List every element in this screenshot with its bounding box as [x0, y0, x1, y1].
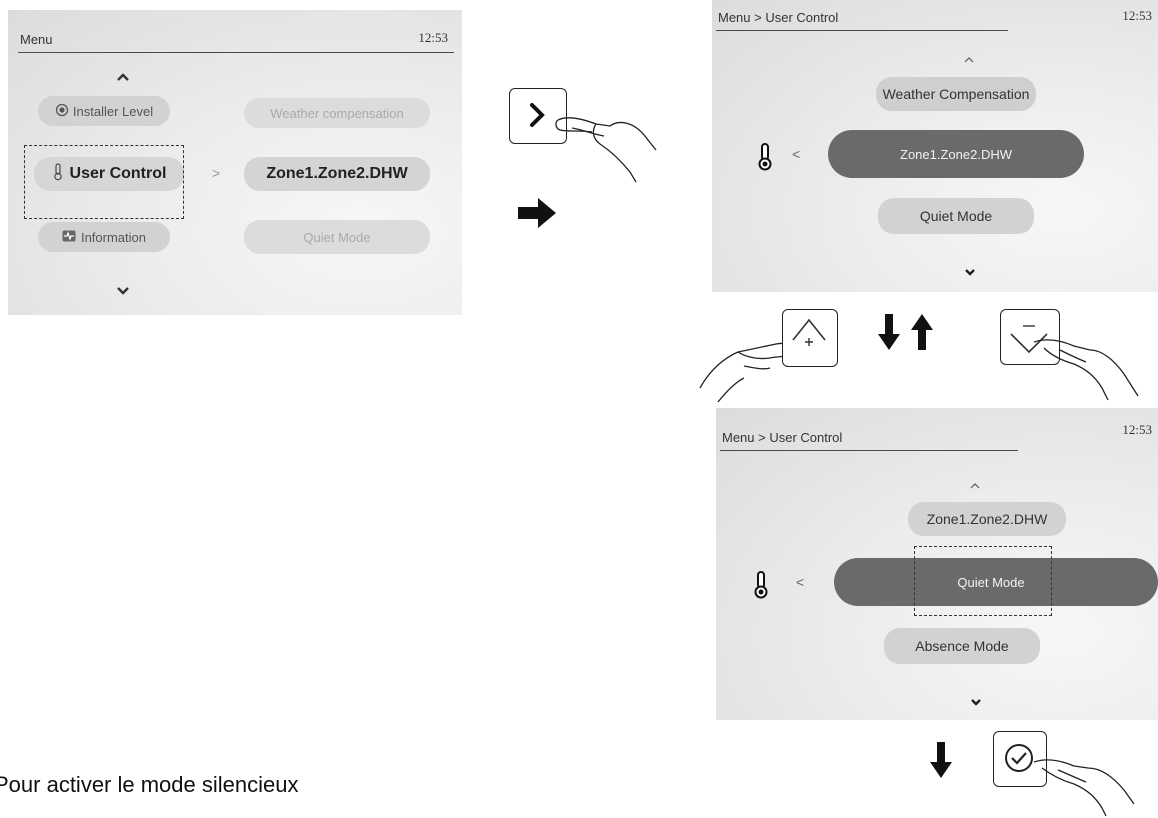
submenu-item-label: Weather compensation [270, 105, 404, 121]
selection-highlight [914, 546, 1052, 616]
chevron-down-icon[interactable] [970, 694, 982, 708]
next-step-arrow-icon [518, 198, 556, 228]
screen-header: Menu 12:53 [8, 10, 462, 54]
item-label: Absence Mode [915, 638, 1009, 654]
user-control-screen-quiet: Menu > User Control 12:53 Zone1.Zone2.DH… [716, 408, 1158, 720]
right-key-button[interactable] [509, 88, 567, 144]
submenu-item-quiet-mode[interactable]: Quiet Mode [244, 220, 430, 254]
item-label: Quiet Mode [957, 574, 1025, 590]
right-arrow-key-icon [530, 103, 545, 127]
chevron-up-icon[interactable] [968, 478, 982, 492]
item-label: Zone1.Zone2.DHW [900, 146, 1012, 162]
thermometer-icon [756, 142, 774, 177]
back-icon[interactable]: < [792, 146, 801, 162]
down-arrow-icon [930, 742, 952, 778]
pointing-hand-icon [1033, 759, 1135, 817]
breadcrumb: Menu [20, 32, 53, 47]
pointing-hand-icon [555, 117, 657, 183]
chevron-down-icon[interactable] [964, 264, 976, 278]
clock: 12:53 [1122, 422, 1152, 437]
item-zone-selected[interactable]: Zone1.Zone2.DHW [828, 130, 1084, 178]
menu-item-information[interactable]: Information [38, 222, 170, 252]
submenu-item-label: Zone1.Zone2.DHW [266, 165, 408, 182]
menu-item-user-control[interactable]: User Control [34, 157, 184, 191]
down-key-button[interactable] [1000, 309, 1060, 365]
submenu-item-label: Quiet Mode [303, 229, 371, 245]
clock: 12:53 [418, 30, 448, 45]
menu-item-label: User Control [69, 165, 167, 182]
confirm-check-key-icon [1005, 744, 1033, 772]
thermometer-icon [752, 570, 770, 605]
item-quiet-mode[interactable]: Quiet Mode [878, 198, 1034, 234]
menu-item-installer-level[interactable]: Installer Level [38, 96, 170, 126]
submenu-item-zone[interactable]: Zone1.Zone2.DHW [244, 157, 430, 191]
user-control-screen: Menu > User Control 12:53 Weather Compen… [712, 0, 1158, 292]
breadcrumb: Menu > User Control [718, 10, 839, 25]
clock: 12:53 [1122, 8, 1152, 23]
item-weather-compensation[interactable]: Weather Compensation [876, 77, 1036, 111]
up-key-icon [792, 318, 826, 346]
confirm-key-button[interactable] [993, 731, 1047, 787]
header-divider [720, 450, 1018, 451]
pulse-icon [62, 230, 76, 245]
chevron-down-icon[interactable] [116, 284, 130, 298]
selection-highlight [24, 145, 184, 219]
back-icon[interactable]: < [796, 574, 805, 590]
submenu-item-weather-compensation[interactable]: Weather compensation [244, 98, 430, 128]
item-label: Zone1.Zone2.DHW [926, 511, 1048, 527]
chevron-up-icon[interactable] [962, 52, 976, 66]
up-arrow-icon [911, 314, 933, 350]
menu-item-label: Installer Level [72, 103, 154, 119]
pointing-hand-icon [1033, 339, 1139, 401]
menu-screen: Menu 12:53 Installer Level User Control … [8, 10, 462, 315]
thermometer-icon [52, 162, 64, 186]
down-arrow-icon [878, 314, 900, 350]
item-zone[interactable]: Zone1.Zone2.DHW [908, 502, 1066, 536]
target-icon [55, 103, 69, 120]
screen-header: Menu > User Control 12:53 [712, 0, 1158, 32]
chevron-up-icon[interactable] [116, 70, 130, 84]
header-divider [716, 30, 1008, 31]
breadcrumb: Menu > User Control [722, 430, 843, 445]
item-absence-mode[interactable]: Absence Mode [884, 628, 1040, 664]
item-label: Quiet Mode [919, 208, 993, 224]
up-key-button[interactable] [782, 309, 838, 367]
screen-header: Menu > User Control 12:53 [716, 408, 1158, 452]
item-quiet-mode-selected[interactable]: Quiet Mode [834, 558, 1158, 606]
submenu-separator: > [212, 165, 221, 181]
header-divider [18, 52, 454, 53]
item-label: Weather Compensation [882, 86, 1030, 102]
menu-item-label: Information [80, 229, 147, 245]
instruction-caption: Pour activer le mode silencieux [0, 772, 299, 797]
